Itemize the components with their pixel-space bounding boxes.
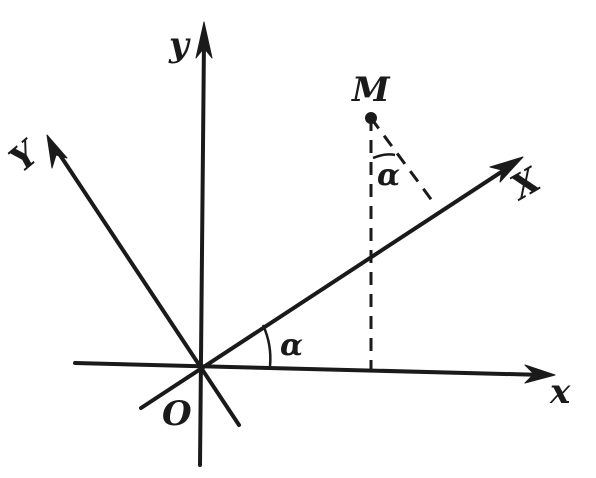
y-axis-line	[198, 38, 206, 467]
x-axis-label: x	[549, 372, 571, 412]
rotated-x-axis-line	[139, 161, 517, 410]
rotated-y-axis-label: Y	[2, 132, 48, 180]
rotated-x-axis-arrowhead	[489, 156, 524, 183]
x-axis-arrowhead	[524, 364, 556, 384]
angle-arc-origin	[261, 324, 272, 367]
angle-arc-point	[372, 153, 396, 160]
point-m-dot	[365, 112, 377, 124]
origin-label: O	[162, 394, 192, 434]
x-axis-line	[73, 361, 547, 377]
y-axis-arrowhead	[195, 21, 213, 59]
rotated-y-axis-line	[52, 144, 241, 427]
rotated-y-axis-arrowhead	[46, 134, 68, 169]
y-axis-label: y	[168, 25, 191, 65]
angle-point-label: α	[377, 158, 400, 193]
projection-to-rotated-x-axis	[369, 117, 438, 207]
point-m-label: M	[351, 70, 391, 110]
angle-origin-label: α	[280, 328, 303, 363]
